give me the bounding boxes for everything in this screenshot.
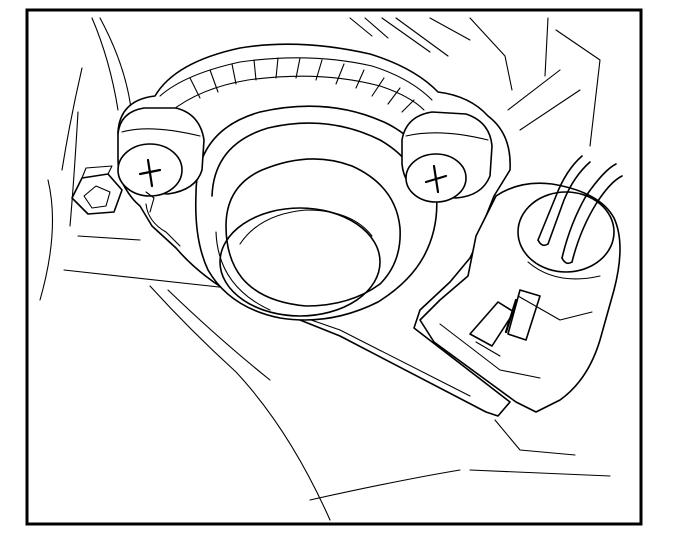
background-structure (39, 17, 611, 521)
hex-bolt-icon (71, 165, 123, 215)
right-mounting-screw (401, 111, 493, 203)
phillips-screw-icon (424, 164, 448, 194)
connector-wires (537, 155, 623, 265)
phillips-screw-icon (138, 158, 162, 213)
left-mounting-screw (117, 107, 205, 197)
electrical-connector (419, 182, 621, 413)
